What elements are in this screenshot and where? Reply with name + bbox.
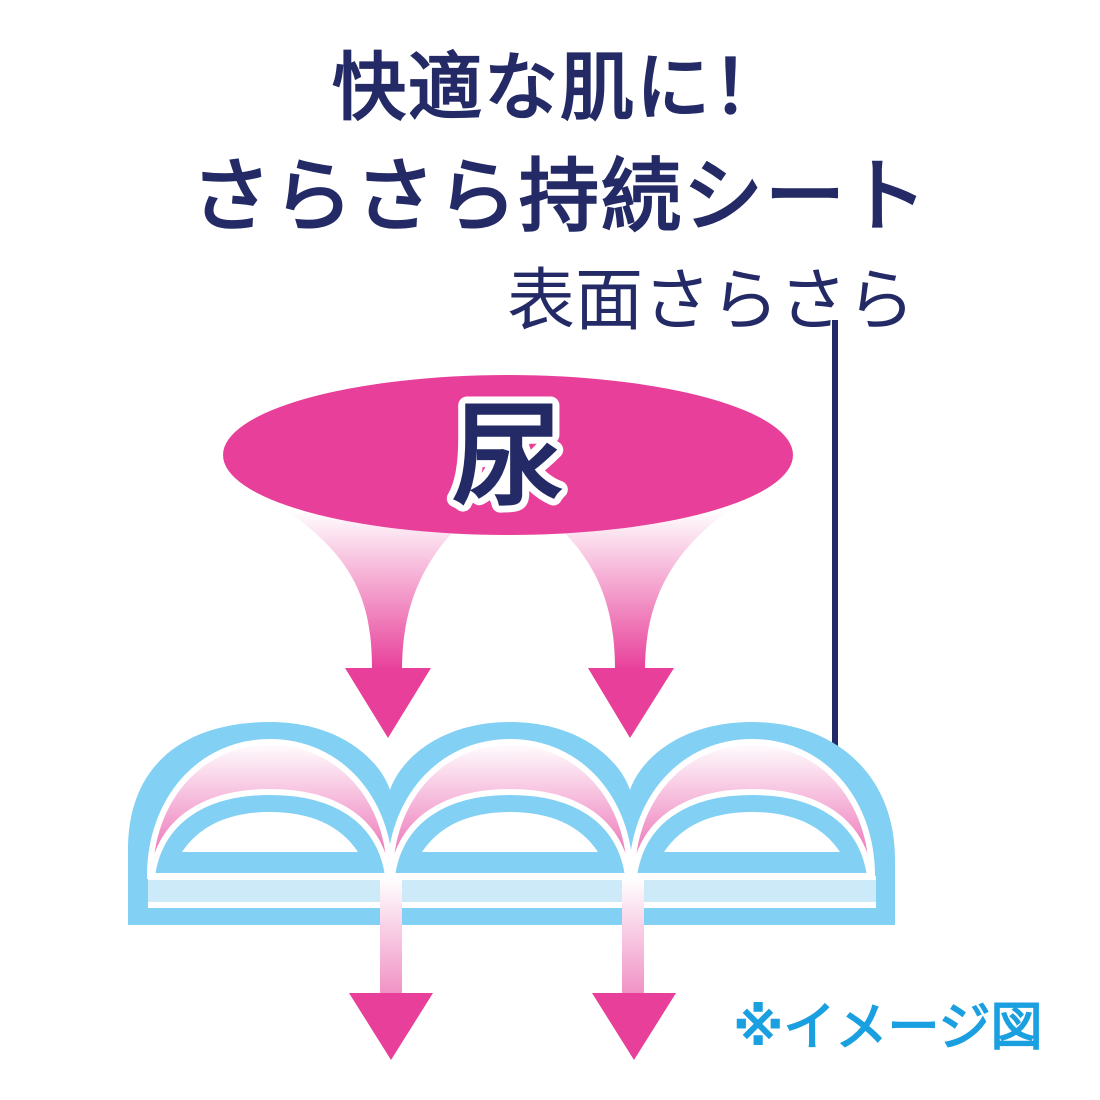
urine-flow-arrow-left xyxy=(285,510,470,738)
sheet-structure xyxy=(128,722,895,925)
title-line-1: 快適な肌に！ xyxy=(332,45,788,131)
urine-ellipse xyxy=(223,375,793,535)
drain-arrow-left xyxy=(349,878,433,1060)
sheet-cell xyxy=(146,738,394,879)
image-note: ※イメージ図 xyxy=(733,998,1043,1058)
surface-label: 表面さらさら xyxy=(506,262,915,341)
urine-flow-arrow-right xyxy=(545,510,730,738)
sheet-cell xyxy=(628,738,876,879)
sheet-cell xyxy=(386,738,634,879)
title-line-2: さらさら持続シート xyxy=(191,150,929,243)
urine-label: 尿 xyxy=(452,392,564,522)
drain-arrow-right xyxy=(592,878,676,1060)
